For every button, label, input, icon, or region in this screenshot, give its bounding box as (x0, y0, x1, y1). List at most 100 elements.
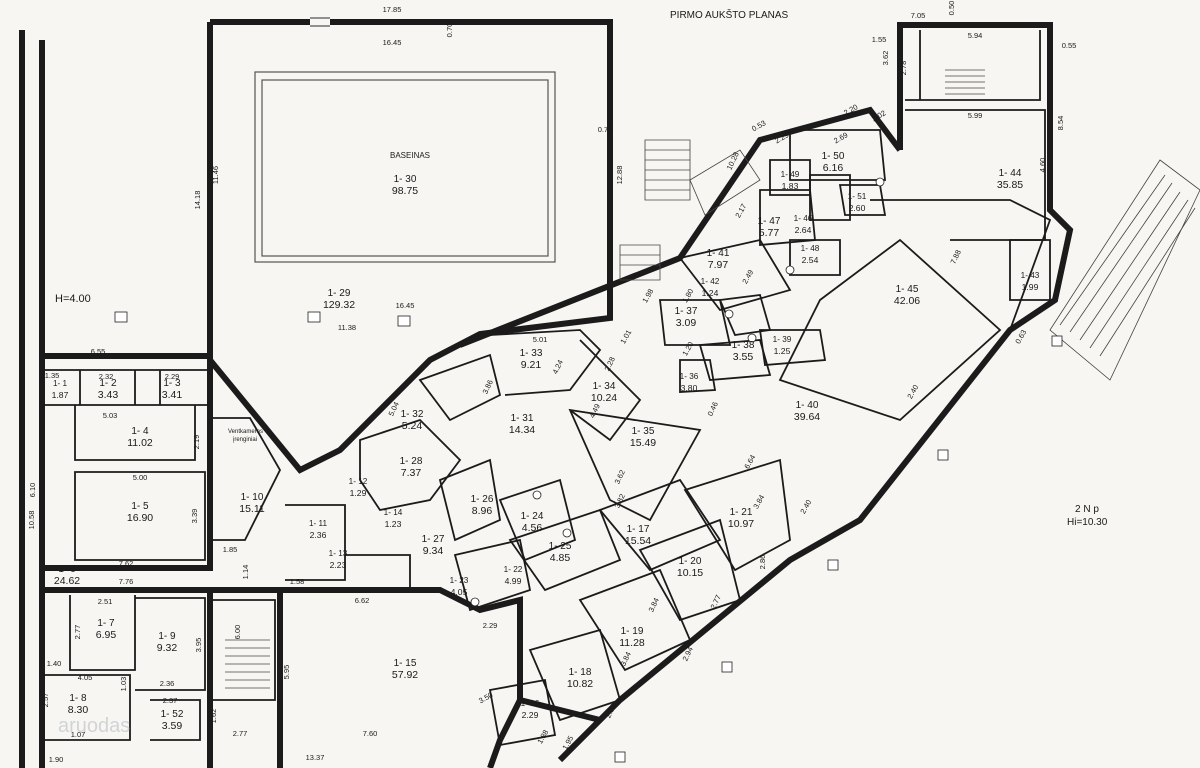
room-id: 1- 1 (53, 379, 68, 388)
room-area: 9.32 (157, 642, 178, 654)
room-area: 5.77 (759, 227, 780, 239)
room-148: 1- 482.54 (801, 244, 820, 265)
room-id: 1- 3 (163, 378, 181, 389)
room-area: 1.87 (52, 390, 69, 400)
room-id: 1- 43 (1021, 271, 1040, 280)
room-area: 3.55 (733, 351, 754, 363)
room-id: 1- 11 (309, 519, 327, 528)
dimension-label: 3.84 (751, 493, 766, 510)
room-id: 1- 42 (701, 277, 720, 286)
dimension-label: 2.32 (99, 372, 114, 381)
room-area: 15.49 (630, 437, 656, 449)
dimension-label: 8.54 (1056, 116, 1065, 131)
room-id: 1- 23 (450, 576, 469, 585)
room-area: 3.59 (162, 720, 183, 732)
room-area: 4.05 (451, 587, 468, 597)
room-area: 2.54 (802, 255, 819, 265)
room-133: 1- 339.21 (520, 348, 543, 371)
column-6 (827, 559, 839, 571)
dimension-label: 3.86 (481, 378, 495, 395)
room-area: 10.82 (567, 678, 593, 690)
room-id: 1- 5 (131, 501, 149, 512)
dimension-label: 1.35 (45, 371, 60, 380)
room-128: 1- 287.37 (400, 456, 423, 479)
dimension-label: 2.28 (603, 355, 617, 372)
dimension-label: 1.40 (47, 659, 62, 668)
room-area: 8.30 (68, 704, 89, 716)
fixtures (114, 177, 1063, 763)
dimension-label: 1.80 (680, 287, 695, 304)
room-id: 1- 32 (401, 409, 424, 420)
room-area: 1.23 (385, 519, 402, 529)
dimension-label: 14.18 (193, 191, 202, 210)
plan-title: PIRMO AUKŠTO PLANAS (670, 8, 789, 21)
room-id: 1- 13 (329, 549, 348, 558)
floor-height: Hi=10.30 (1067, 517, 1108, 528)
room-id: 1- 19 (621, 626, 644, 637)
dimension-label: 0.70 (445, 23, 454, 38)
stair-upper-left (619, 139, 761, 281)
dimension-label: 17.85 (383, 5, 402, 14)
room-area: 2.64 (795, 225, 812, 235)
dimension-label: 2.29 (483, 621, 498, 630)
room-112: 1- 121.29 (349, 477, 368, 498)
dimension-label: 1.62 (209, 709, 218, 724)
room-area: 11.28 (619, 637, 645, 649)
room-id: 1- 41 (707, 248, 730, 259)
room-area: 57.92 (392, 669, 418, 681)
dimension-label: 2.36 (160, 679, 175, 688)
dimension-label: 2.78 (899, 61, 908, 76)
room-id: 1- 36 (680, 372, 699, 381)
dimension-label: 1.03 (119, 677, 128, 692)
dimension-label: 5.94 (968, 31, 983, 40)
dimension-label: 1.01 (618, 328, 633, 345)
room-id: 1- 28 (400, 456, 423, 467)
room-area: 6.16 (823, 162, 844, 174)
stair-top-right (945, 69, 985, 95)
dimension-label: 0.50 (947, 1, 956, 16)
dimension-label: 3.95 (194, 638, 203, 653)
room-15: 1- 516.90 (127, 501, 153, 524)
room-id: 1- 17 (627, 524, 650, 535)
room-area: 2.60 (849, 203, 866, 213)
room-area: 7.97 (708, 259, 729, 271)
dimension-label: 2.49 (740, 268, 755, 285)
room-142: 1- 421.24 (701, 277, 720, 298)
dimension-label: 6.00 (233, 625, 242, 640)
dimension-label: 11.38 (338, 323, 356, 332)
dimension-label: 7.88 (949, 248, 963, 265)
room-id: 1- 37 (675, 306, 698, 317)
dimension-label: 6.62 (355, 596, 370, 605)
room-id: 1- 12 (349, 477, 368, 486)
pool (254, 71, 556, 263)
room-id: 1- 44 (999, 168, 1022, 179)
room-id: 1- 45 (896, 284, 919, 295)
dimension-label: 0.53 (750, 118, 767, 133)
room-area: 3.41 (162, 389, 183, 401)
room-113: 1- 132.23 (329, 549, 348, 570)
room-area: 5.24 (402, 420, 423, 432)
room-area: 98.75 (392, 185, 418, 197)
column-1 (114, 311, 128, 323)
dimension-label: 4.49 (588, 402, 602, 419)
room-id: 1- 18 (569, 667, 592, 678)
room-id: 1- 26 (471, 494, 494, 505)
dimension-label: 1.98 (640, 287, 655, 304)
room-141: 1- 417.97 (707, 248, 730, 271)
room-id: 1- 39 (773, 335, 792, 344)
dimension-label: 0.70 (598, 125, 613, 134)
room-area: 39.64 (794, 411, 820, 423)
room-area: 1.83 (782, 181, 799, 191)
room-id: 1- 29 (328, 288, 351, 299)
room-id: 1- 49 (781, 170, 800, 179)
dimension-label: 2.77 (709, 593, 723, 610)
room-area: 8.96 (472, 505, 493, 517)
height-label: H=4.00 (55, 293, 91, 305)
dimension-label: 3.84 (619, 650, 633, 667)
dimension-label: 1.58 (290, 577, 305, 586)
dimension-label: 16.45 (396, 301, 415, 310)
room-17: 1- 76.95 (96, 618, 117, 641)
